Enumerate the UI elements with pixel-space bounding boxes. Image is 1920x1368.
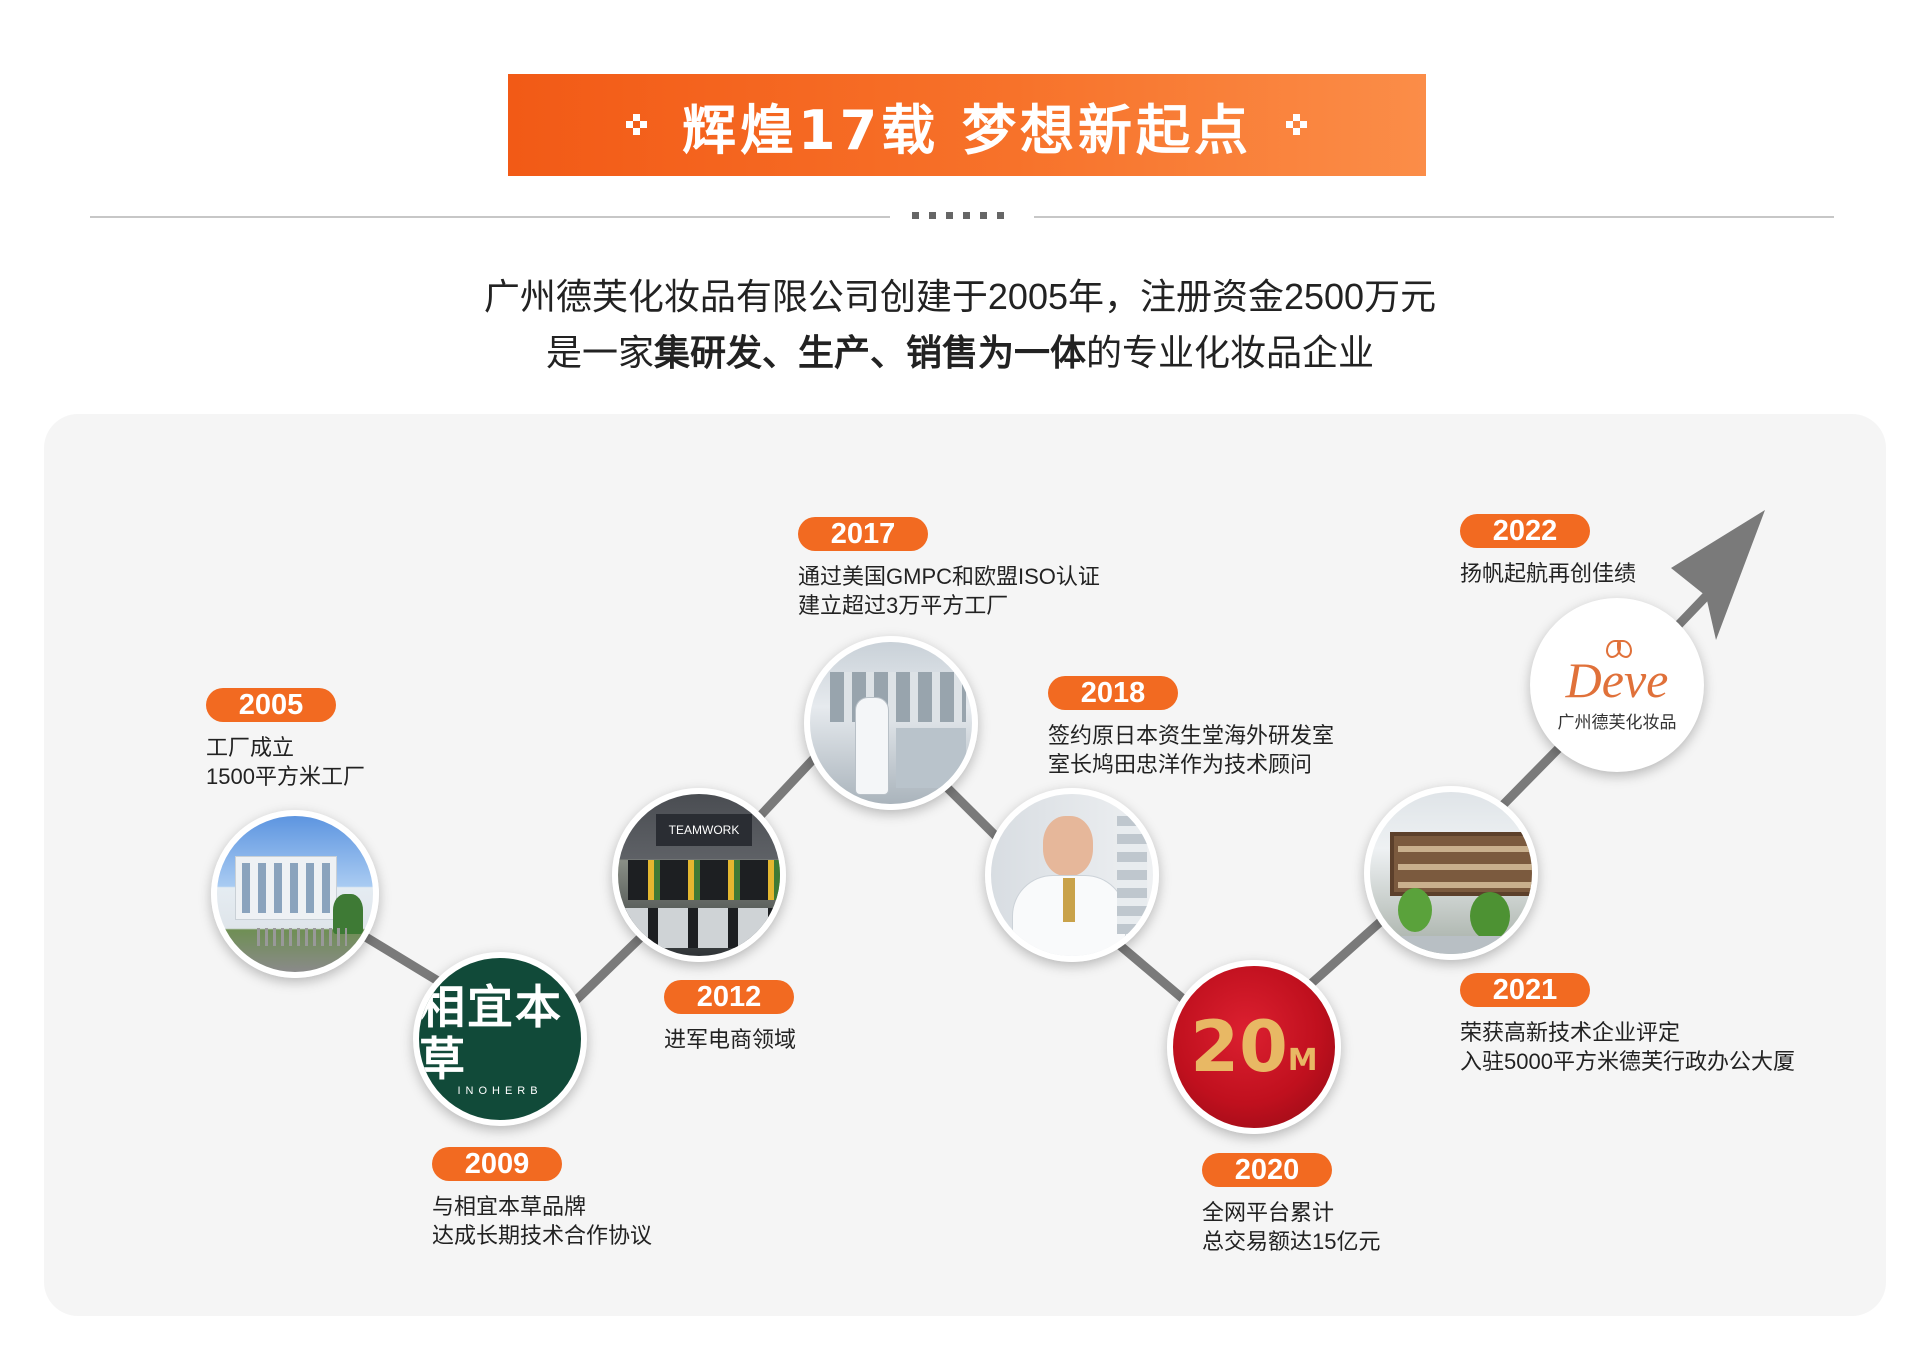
year-badge-2005: 2005: [206, 688, 336, 722]
year-badge-2021: 2021: [1460, 973, 1590, 1007]
scientist-portrait-photo: [985, 788, 1159, 962]
year-badge-2018: 2018: [1048, 676, 1178, 710]
sparkle-icon-left: [626, 114, 648, 136]
office-teamwork-photo: TEAMWORK: [612, 788, 786, 962]
inoherb-logo: 相宜本草 INOHERB: [413, 952, 587, 1126]
inoherb-logo-subtext: INOHERB: [457, 1085, 543, 1097]
milestone-2021-description: 荣获高新技术企业评定入驻5000平方米德芙行政办公大厦: [1460, 1020, 1795, 1074]
transaction-20m-badge: 20 M: [1167, 960, 1341, 1134]
sparkle-icon-right: [1285, 114, 1308, 136]
milestone-2012-description: 进军电商领域: [664, 1027, 797, 1052]
year-badge-2012: 2012: [664, 980, 794, 1014]
milestone-2018-description: 签约原日本资生堂海外研发室室长鸠田忠洋作为技术顾问: [1048, 723, 1335, 777]
deve-logo-subtext: 广州德芙化妆品: [1557, 712, 1677, 732]
cleanroom-lab-photo: [804, 636, 978, 810]
milestone-2009-description: 与相宜本草品牌达成长期技术合作协议: [432, 1194, 653, 1248]
divider-dots: [912, 212, 1004, 219]
milestone-2022-description: 扬帆起航再创佳绩: [1460, 561, 1637, 586]
badge-20m-number: 20: [1190, 1006, 1288, 1088]
deve-logo-text: Deve: [1565, 651, 1669, 708]
year-badge-2022: 2022: [1460, 514, 1590, 548]
banner-title: 辉煌17载 梦想新起点: [682, 98, 1252, 162]
growth-arrow-icon: [1671, 510, 1765, 640]
year-badge-2020: 2020: [1202, 1153, 1332, 1187]
milestone-2020-description: 全网平台累计总交易额达15亿元: [1202, 1200, 1381, 1254]
milestone-2017-description: 通过美国GMPC和欧盟ISO认证建立超过3万平方工厂: [798, 564, 1100, 618]
title-banner: 辉煌17载 梦想新起点: [508, 74, 1426, 176]
butterfly-icon: [1602, 638, 1632, 658]
deve-logo: Deve 广州德芙化妆品: [1530, 598, 1704, 772]
divider-left: [90, 216, 890, 218]
factory-photo: [211, 810, 379, 978]
intro-line-2: 是一家集研发、生产、销售为一体的专业化妆品企业: [545, 332, 1375, 373]
badge-20m-unit: M: [1287, 1042, 1318, 1078]
inoherb-logo-text: 相宜本草: [419, 981, 563, 1085]
year-badge-2009: 2009: [432, 1147, 562, 1181]
teamwork-sign: TEAMWORK: [656, 814, 752, 846]
office-building-photo: [1364, 786, 1538, 960]
divider-right: [1034, 216, 1834, 218]
year-badge-2017: 2017: [798, 517, 928, 551]
intro-line-1: 广州德芙化妆品有限公司创建于2005年，注册资金2500万元: [483, 276, 1437, 317]
